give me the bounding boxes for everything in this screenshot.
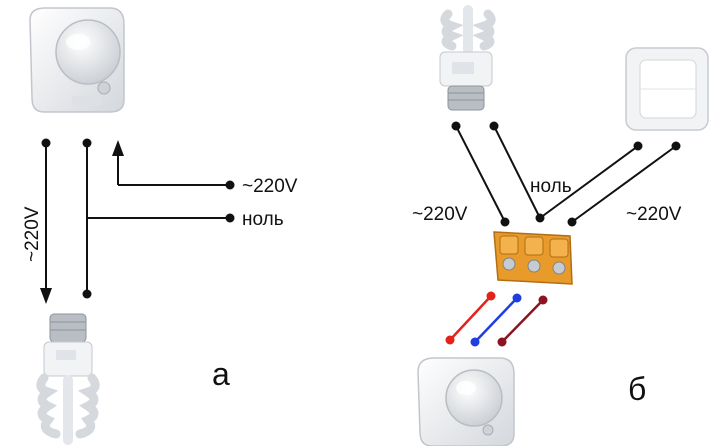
caption-b: б bbox=[628, 371, 646, 407]
wire-b-red bbox=[445, 291, 496, 345]
wire-b-darkred bbox=[497, 295, 548, 347]
label-b-220-right: ~220V bbox=[626, 204, 682, 225]
label-b-null: ноль bbox=[530, 176, 572, 197]
terminal-block-b bbox=[493, 231, 573, 285]
wall-switch-b bbox=[625, 47, 709, 131]
label-b-220-left: ~220V bbox=[412, 204, 468, 225]
wire-a-phase-down bbox=[40, 138, 52, 304]
label-a-null: ноль bbox=[242, 209, 284, 230]
lamp-a bbox=[36, 313, 100, 445]
motion-sensor-a bbox=[29, 7, 125, 113]
wire-b-blue bbox=[470, 293, 522, 347]
lamp-b bbox=[439, 5, 496, 111]
label-a-220-vertical: ~220V bbox=[22, 206, 43, 262]
wire-a-phase-in bbox=[112, 140, 235, 190]
wire-a-neutral bbox=[82, 138, 235, 299]
caption-a: а bbox=[212, 356, 230, 392]
wires-b-black bbox=[451, 121, 681, 227]
motion-sensor-b bbox=[417, 357, 515, 446]
label-a-220-right: ~220V bbox=[242, 176, 298, 197]
